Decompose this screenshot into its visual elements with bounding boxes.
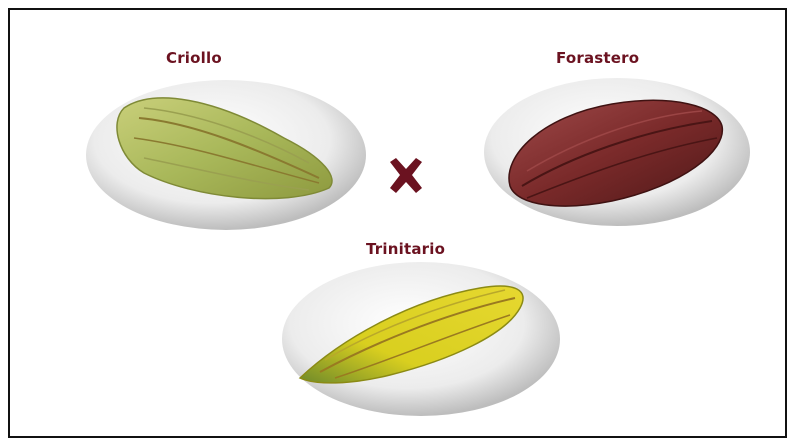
label-trinitario: Trinitario — [366, 240, 445, 258]
forastero-pod-image — [482, 76, 752, 228]
figure-frame: Criollo Forastero Trinitario — [8, 8, 787, 438]
label-criollo: Criollo — [166, 49, 222, 67]
trinitario-pod-image — [280, 260, 562, 418]
multiply-cross-icon — [386, 156, 426, 196]
criollo-pod-image — [84, 78, 368, 232]
label-forastero: Forastero — [556, 49, 639, 67]
